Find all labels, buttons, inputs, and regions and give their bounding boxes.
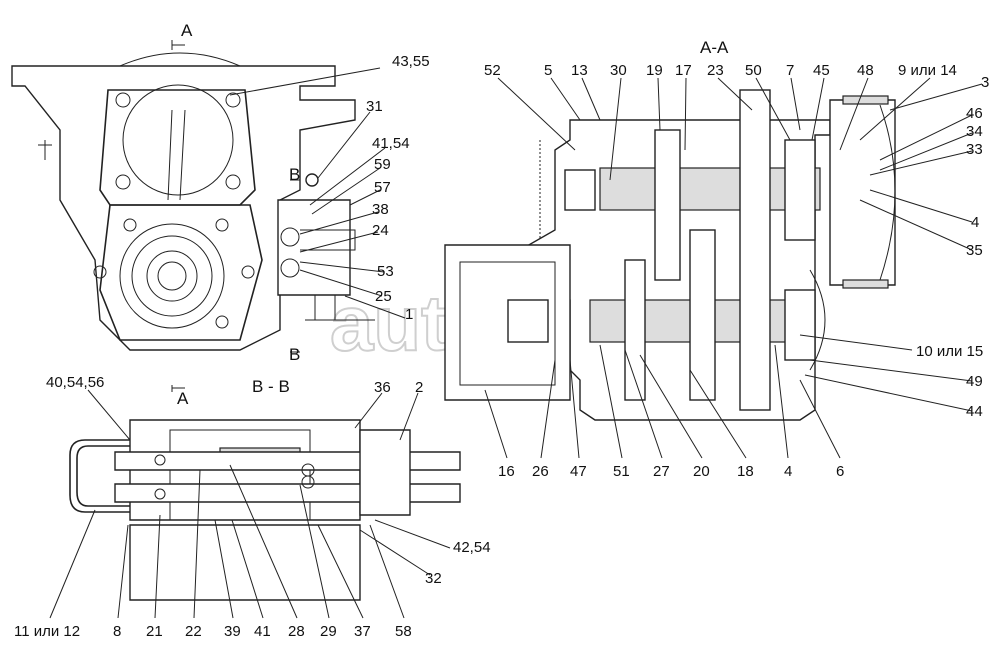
part-label: 44 [966,403,983,420]
section-vv-view [69,419,461,601]
part-label: 5 [544,62,552,79]
part-label: 59 [374,156,391,173]
part-label: 57 [374,179,391,196]
part-label: 52 [484,62,501,79]
part-label: 35 [966,242,983,259]
front-view [11,52,375,351]
leader-lines [49,40,983,619]
part-label: 34 [966,123,983,140]
cut-a-bottom-label: А [177,389,189,408]
part-label: 26 [532,463,549,480]
part-label: 16 [498,463,515,480]
part-label: 39 [224,623,241,640]
part-label: 46 [966,105,983,122]
part-label: 18 [737,463,754,480]
part-label: 22 [185,623,202,640]
part-label: 47 [570,463,587,480]
part-label: 17 [675,62,692,79]
part-label: 4 [971,214,979,231]
part-label: 43,55 [392,53,430,70]
part-label: 40,54,56 [46,374,104,391]
part-label: 20 [693,463,710,480]
cut-v-bottom-label: В [289,345,300,364]
part-label: 41,54 [372,135,410,152]
part-label: 27 [653,463,670,480]
part-label: 38 [372,201,389,218]
part-label: 1 [405,306,413,323]
part-label: 3 [981,74,989,91]
part-label: 10 или 15 [916,343,983,360]
part-label: 42,54 [453,539,491,556]
part-label: 58 [395,623,412,640]
part-label: 51 [613,463,630,480]
part-label: 2 [415,379,423,396]
part-label: 36 [374,379,391,396]
cut-v-top-label: В [289,165,300,184]
part-label: 45 [813,62,830,79]
part-label: 32 [425,570,442,587]
part-label: 13 [571,62,588,79]
part-label: 48 [857,62,874,79]
part-label: 41 [254,623,271,640]
part-label: 33 [966,141,983,158]
part-label: 29 [320,623,337,640]
part-label: 31 [366,98,383,115]
part-label: 23 [707,62,724,79]
cut-a-top-label: А [181,21,193,40]
part-label: 25 [375,288,392,305]
part-label: 7 [786,62,794,79]
section-aa-view [444,89,896,421]
part-label: 19 [646,62,663,79]
part-label: 53 [377,263,394,280]
part-label: 8 [113,623,121,640]
part-label: 30 [610,62,627,79]
part-label: 4 [784,463,792,480]
part-label: 28 [288,623,305,640]
section-aa-title: А-А [700,38,729,57]
part-label: 21 [146,623,163,640]
part-label: 9 или 14 [898,62,957,79]
part-label: 49 [966,373,983,390]
part-label: 24 [372,222,389,239]
part-label: 37 [354,623,371,640]
section-vv-title: В - В [252,377,290,396]
part-label: 50 [745,62,762,79]
part-label: 6 [836,463,844,480]
part-label: 11 или 12 [14,623,80,640]
